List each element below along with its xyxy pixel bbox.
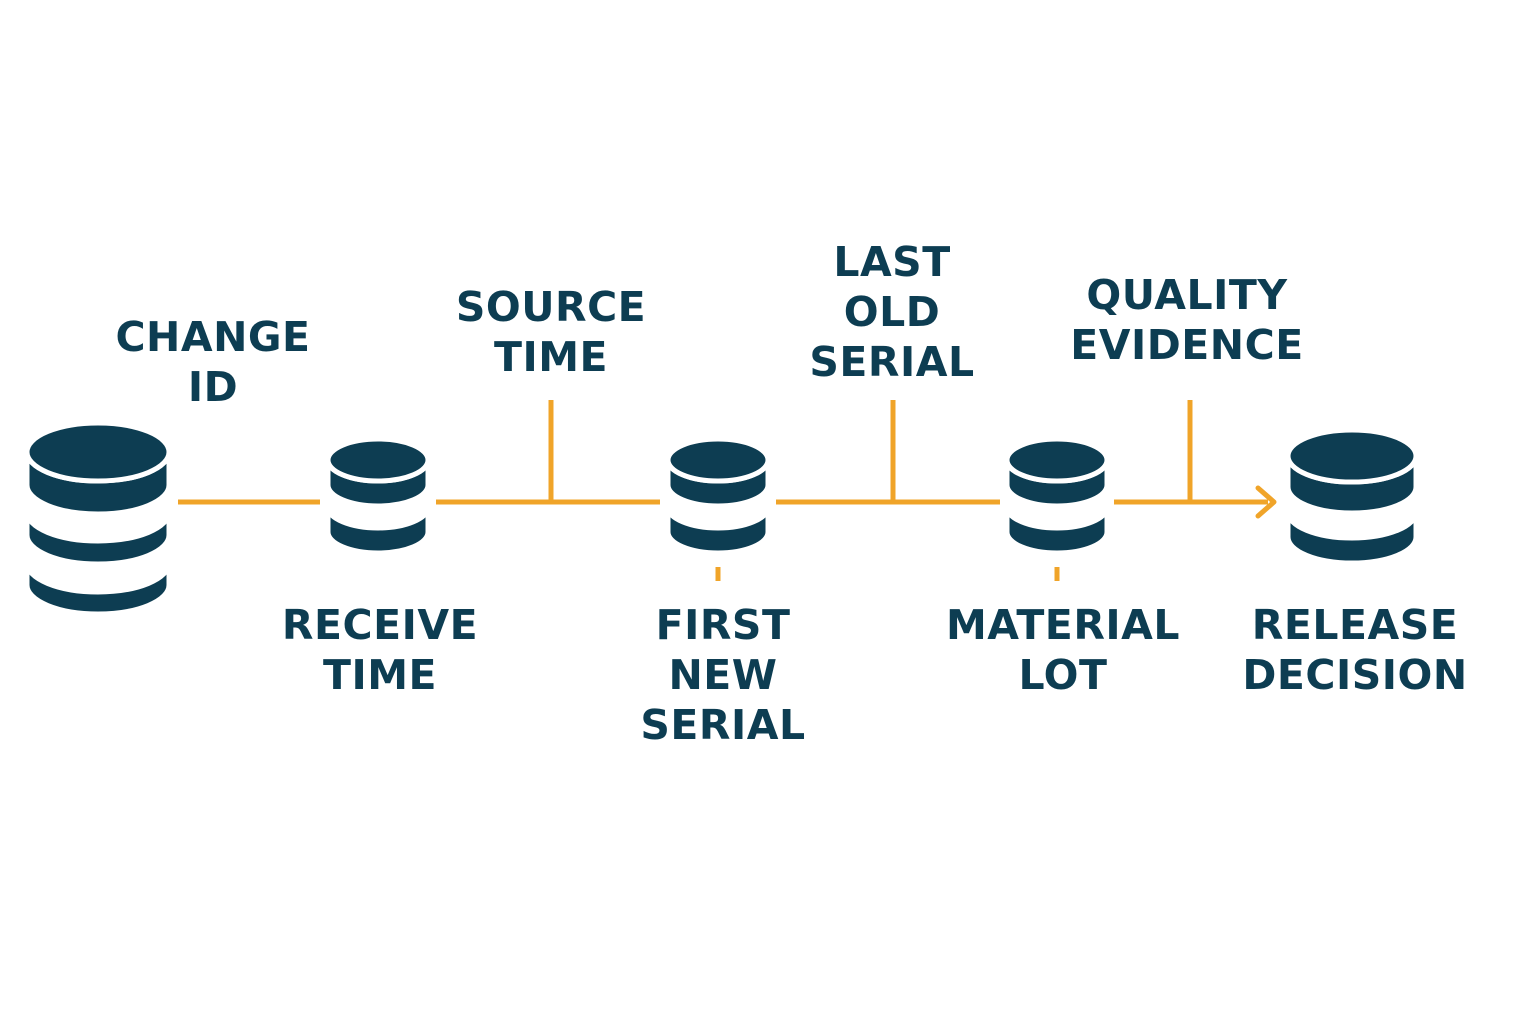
label-source-time: SOURCE TIME <box>455 283 647 381</box>
database-icon <box>665 436 771 556</box>
database-icon <box>24 420 172 617</box>
label-last-old-serial: LAST OLD SERIAL <box>809 238 975 386</box>
label-quality-evidence: QUALITY EVIDENCE <box>1070 271 1304 369</box>
label-change-id: CHANGE ID <box>115 313 311 411</box>
arrowhead-icon <box>1255 485 1277 519</box>
database-icon <box>1004 436 1110 556</box>
database-icon <box>1285 427 1419 566</box>
database-icon <box>325 436 431 556</box>
connectors <box>178 400 1277 581</box>
label-receive-time: RECEIVE TIME <box>281 601 479 699</box>
label-first-new-serial: FIRST NEW SERIAL <box>640 601 806 749</box>
label-material-lot: MATERIAL LOT <box>945 601 1181 699</box>
label-release-decision: RELEASE DECISION <box>1242 601 1468 699</box>
